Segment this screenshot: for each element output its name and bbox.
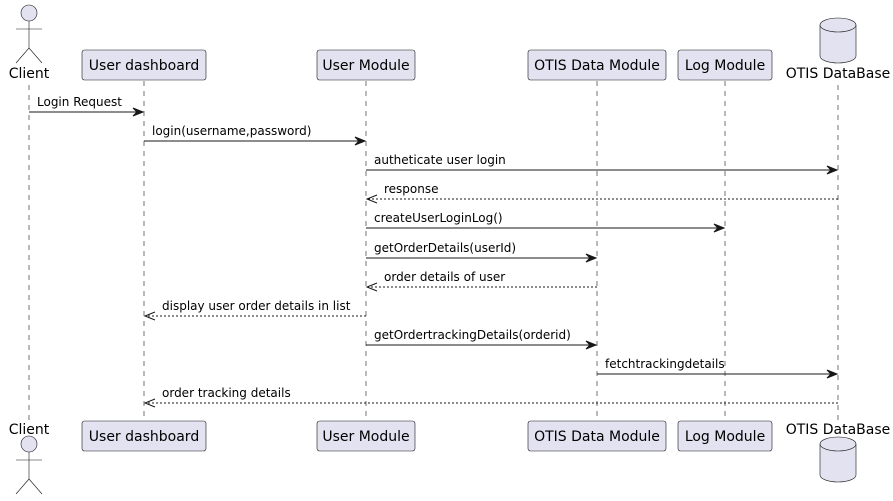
arrowhead [132, 107, 145, 117]
participant-box [677, 420, 773, 452]
participant-otisdb-top: OTIS DataBase [786, 17, 891, 82]
arrowhead [713, 223, 726, 233]
participant-heads-bottom: Client User dashboard User Module OTIS Data… [9, 420, 891, 495]
participant-client-bottom: Client [9, 422, 50, 495]
message-2: login(username,password) [144, 124, 367, 146]
participant-label: OTIS Data Module [534, 58, 660, 74]
actor-label: Client [9, 66, 50, 82]
message-label: fetchtrackingdetails [605, 357, 725, 371]
participant-box [316, 420, 416, 452]
actor-head [20, 4, 38, 22]
actor-left-leg [15, 478, 30, 495]
participant-label: Log Module [685, 58, 765, 74]
participant-box [677, 49, 773, 81]
participant-logmodule-bottom: Log Module [677, 420, 773, 452]
message-label: display user order details in list [162, 299, 351, 313]
message-7: order details of user [365, 270, 597, 292]
arrowhead [826, 165, 839, 175]
database-label: OTIS DataBase [786, 66, 891, 82]
message-label: order tracking details [162, 386, 291, 400]
participant-otisdata-top: OTIS Data Module [527, 49, 667, 81]
lifelines [28, 81, 839, 420]
message-label: createUserLoginLog() [374, 211, 503, 225]
actor-left-leg [15, 47, 30, 64]
actor-head [20, 435, 38, 453]
participant-label: User Module [322, 58, 409, 74]
message-label: autheticate user login [374, 153, 506, 167]
message-4: response [365, 182, 838, 204]
actor-right-leg [28, 47, 43, 64]
participant-box [316, 49, 416, 81]
actor-label: Client [9, 422, 50, 438]
database-rim [819, 24, 857, 33]
arrowhead [585, 340, 598, 350]
message-5: createUserLoginLog() [366, 211, 726, 233]
actor-right-leg [28, 478, 43, 495]
messages: Login Request login(username,password) aut… [29, 95, 839, 408]
participant-box [81, 49, 207, 81]
message-3: autheticate user login [366, 153, 839, 175]
participant-box [81, 420, 207, 452]
message-1: Login Request [29, 95, 145, 117]
participant-label: Log Module [685, 429, 765, 445]
message-label: response [384, 182, 439, 196]
participant-otisdb-bottom: OTIS DataBase [786, 422, 891, 483]
participant-dashboard-top: User dashboard [81, 49, 207, 81]
message-6: getOrderDetails(userId) [366, 241, 598, 263]
arrowhead [826, 369, 839, 379]
arrowhead [585, 253, 598, 263]
participant-logmodule-top: Log Module [677, 49, 773, 81]
participant-dashboard-bottom: User dashboard [81, 420, 207, 452]
message-label: Login Request [37, 95, 122, 109]
participant-label: OTIS Data Module [534, 429, 660, 445]
participant-label: User dashboard [89, 58, 199, 74]
participant-otisdata-bottom: OTIS Data Module [527, 420, 667, 452]
database-rim [819, 443, 857, 452]
arrowhead [143, 398, 156, 408]
message-10: fetchtrackingdetails [597, 357, 839, 379]
message-9: getOrdertrackingDetails(orderid) [366, 328, 598, 350]
participant-usermodule-top: User Module [316, 49, 416, 81]
message-11: order tracking details [143, 386, 838, 408]
message-label: getOrderDetails(userId) [374, 241, 516, 255]
arrowhead [143, 311, 156, 321]
database-body [819, 17, 857, 64]
message-8: display user order details in list [143, 299, 366, 321]
arrowhead [365, 282, 378, 292]
database-body [819, 436, 857, 483]
participant-box [527, 420, 667, 452]
arrowhead [354, 136, 367, 146]
participant-client-top: Client [9, 4, 50, 82]
message-label: order details of user [384, 270, 505, 284]
arrowhead [365, 194, 378, 204]
participant-box [527, 49, 667, 81]
message-label: getOrdertrackingDetails(orderid) [374, 328, 571, 342]
participant-label: User dashboard [89, 429, 199, 445]
message-label: login(username,password) [152, 124, 311, 138]
participant-usermodule-bottom: User Module [316, 420, 416, 452]
database-label: OTIS DataBase [786, 422, 891, 438]
participant-label: User Module [322, 429, 409, 445]
